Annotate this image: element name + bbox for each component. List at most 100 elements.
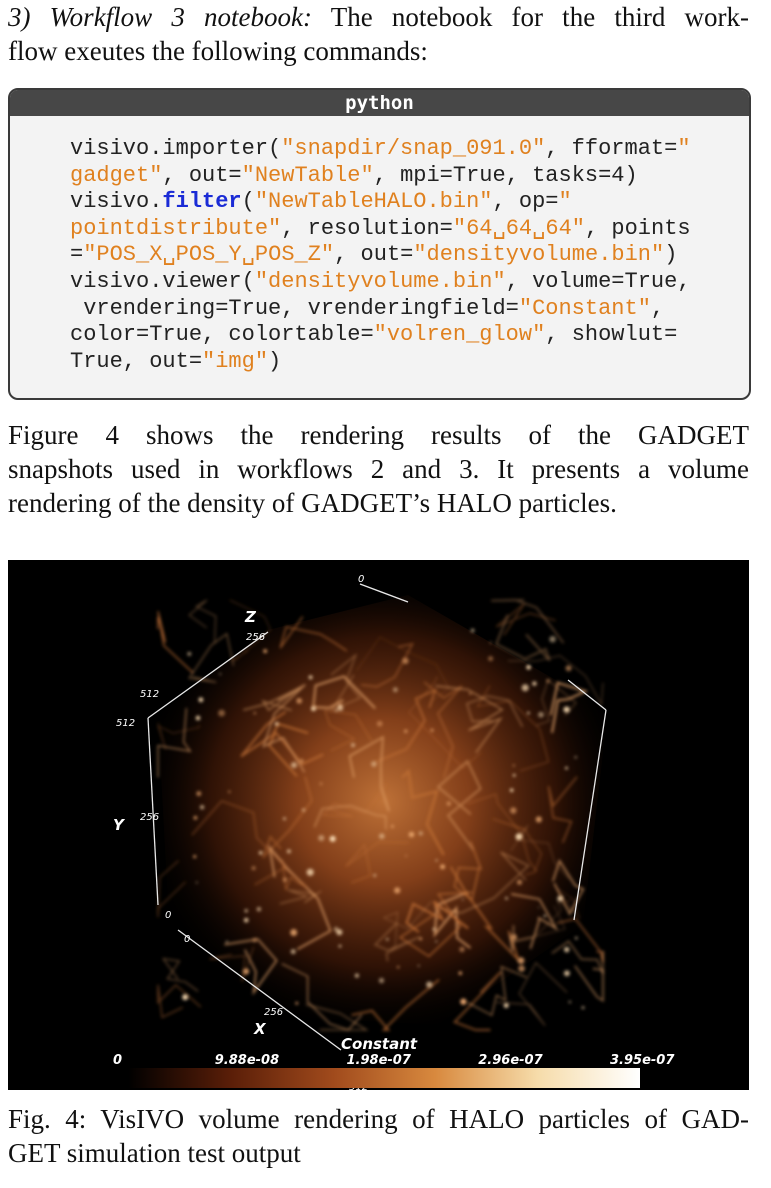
filament [262, 683, 306, 773]
density-knot [200, 805, 205, 810]
density-knot [187, 652, 192, 656]
filament [157, 611, 194, 674]
code-text: , points [584, 215, 691, 241]
filament [452, 971, 502, 1031]
density-knot [338, 944, 342, 948]
density-knot [511, 934, 518, 941]
y-tick-mid: 256 [140, 812, 159, 823]
filament [433, 891, 472, 949]
density-knot [512, 764, 515, 767]
code-text: , resolution= [281, 215, 453, 241]
density-knot [408, 831, 415, 838]
filament [242, 686, 302, 712]
density-knot [274, 722, 279, 726]
filament [162, 958, 199, 992]
code-text: , out= [162, 162, 242, 188]
density-knot [565, 665, 572, 672]
density-knot [308, 675, 313, 680]
density-knot [460, 998, 467, 1005]
filament [382, 901, 432, 951]
density-knot [538, 711, 544, 718]
filament [330, 653, 362, 712]
code-string: "NewTableHALO.bin" [254, 189, 493, 215]
density-knot [336, 929, 343, 936]
density-knot [557, 895, 564, 902]
colorbar-gradient [128, 1068, 640, 1088]
density-knot [318, 834, 325, 842]
filament [157, 984, 202, 1019]
code-text: ) [664, 242, 678, 268]
density-knot [549, 635, 556, 643]
density-knot [563, 946, 570, 953]
code-line: visivo.viewer("densityvolume.bin", volum… [70, 269, 691, 294]
code-string: "snapdir/snap_091.0" [281, 136, 546, 161]
density-knot [263, 649, 268, 653]
figure-caption: Fig. 4: VisIVO volume rendering of HALO … [8, 1102, 749, 1170]
filament [313, 805, 387, 830]
density-knot [503, 1003, 509, 1008]
density-knot [376, 720, 383, 727]
filament [507, 655, 604, 706]
density-knot [243, 968, 250, 975]
density-knot [290, 929, 298, 936]
density-knot [290, 762, 298, 769]
code-text: visivo. [70, 189, 163, 215]
colorbar-tick-label: 3.95e-07 [610, 1053, 675, 1068]
filament [436, 759, 482, 851]
density-knot [568, 1000, 571, 1004]
density-knot [182, 994, 189, 1001]
code-language-label: python [10, 90, 749, 116]
filament [356, 636, 450, 701]
filament [547, 776, 578, 843]
density-knot [371, 761, 377, 767]
filament [398, 891, 473, 958]
density-knot [256, 906, 262, 912]
density-knot [379, 833, 385, 839]
code-text: = [70, 242, 84, 268]
code-string: "volren_glow" [373, 322, 546, 348]
density-knot [306, 868, 314, 876]
density-knot [193, 816, 198, 820]
density-knot [510, 807, 517, 814]
filament [551, 940, 604, 975]
z-tick-mid: 256 [246, 632, 265, 643]
filament [157, 722, 200, 750]
density-knot [458, 971, 462, 975]
density-knot [419, 937, 422, 941]
density-knot [196, 791, 202, 797]
code-text: True, out= [70, 348, 203, 374]
code-line: visivo.importer("snapdir/snap_091.0", ff… [70, 136, 691, 161]
code-text: color=True, colortable= [70, 322, 374, 348]
code-string: gadget" [70, 162, 163, 188]
code-text: vrendering=True, vrenderingfield= [70, 295, 519, 321]
y-axis-line [147, 717, 159, 906]
density-knot [195, 881, 198, 884]
density-knot [350, 743, 356, 748]
code-text: ) [268, 348, 282, 374]
density-knot [253, 711, 256, 715]
caption-line-2: GET simulation test output [8, 1138, 301, 1168]
bounding-box [147, 583, 607, 1051]
density-knot [219, 673, 222, 675]
filament [495, 603, 556, 636]
density-knot [193, 855, 197, 859]
density-knot [329, 835, 336, 842]
density-knot [521, 684, 529, 692]
density-knot [225, 940, 229, 944]
filament [229, 599, 271, 662]
filament [261, 776, 313, 859]
density-knot [459, 946, 465, 953]
z-tick-left: 512 [140, 689, 159, 700]
density-knot [301, 808, 306, 812]
filament [267, 722, 309, 777]
x-tick-origin: 0 [184, 934, 190, 945]
code-string: "densityvolume.bin" [254, 268, 506, 294]
colorbar-tick-label: 2.96e-07 [478, 1053, 543, 1068]
box-edge-right-top [567, 679, 607, 711]
density-knot [335, 709, 338, 712]
y-axis-label: Y [113, 816, 126, 834]
axis-annotations: Z Y X 0 256 512 512 256 0 0 256 512 [113, 574, 368, 1090]
density-knot [512, 773, 516, 777]
